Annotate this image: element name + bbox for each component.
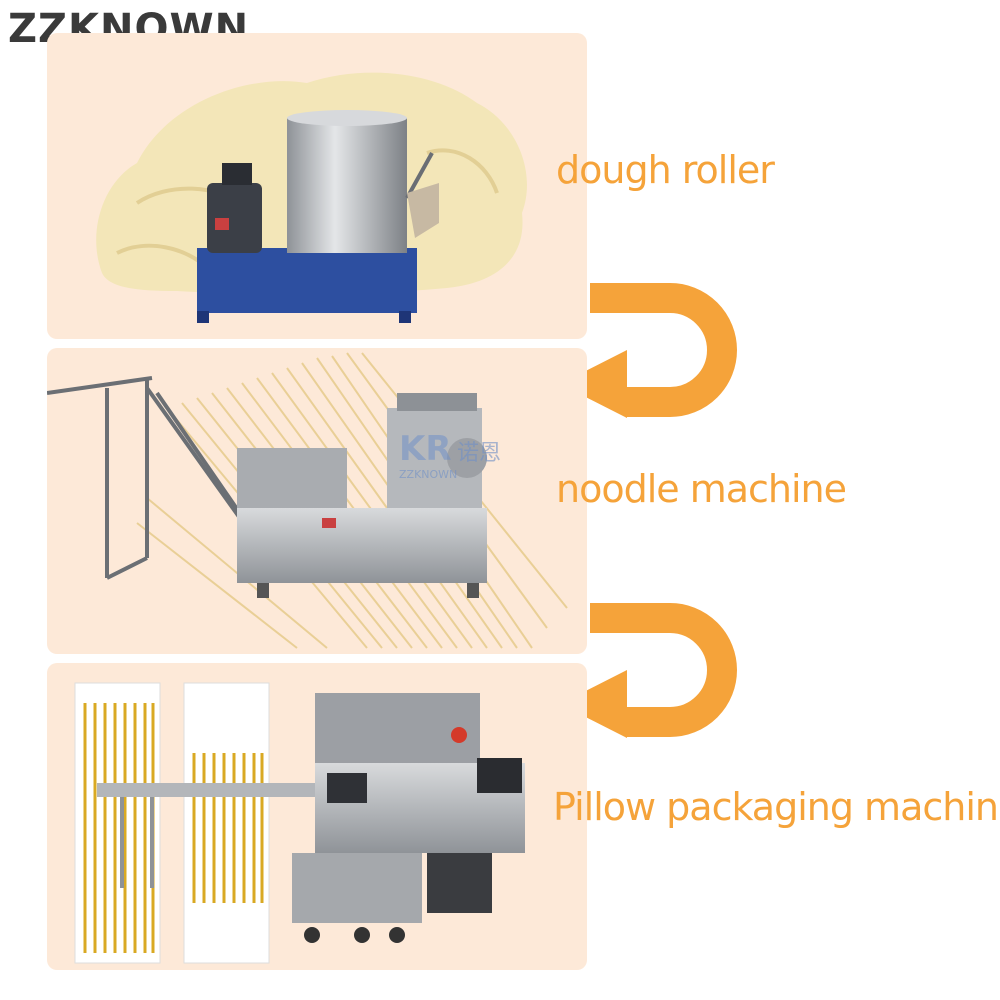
curved-arrow-icon: [555, 270, 745, 420]
curved-arrow-icon: [555, 590, 745, 740]
pillow-packaging-machine-icon: [74, 682, 525, 964]
step-panel-noodle-machine: KR 诺恩 ZZKNOWN: [47, 348, 587, 654]
svg-text:KR: KR: [399, 429, 452, 469]
watermark-cn: 诺恩: [457, 441, 501, 466]
noodle-making-machine-icon: KR 诺恩 ZZKNOWN: [47, 352, 568, 649]
step-label-dough-roller: dough roller: [556, 148, 775, 192]
dough-mixer-machine-icon: [96, 72, 527, 323]
step-panel-dough-roller: [47, 33, 587, 339]
step-label-noodle-machine: noodle machine: [556, 467, 847, 511]
step-panel-pillow-packaging: [47, 663, 587, 970]
step-label-pillow-packaging: Pillow packaging machine: [553, 785, 1000, 829]
watermark-en: ZZKNOWN: [399, 468, 457, 481]
